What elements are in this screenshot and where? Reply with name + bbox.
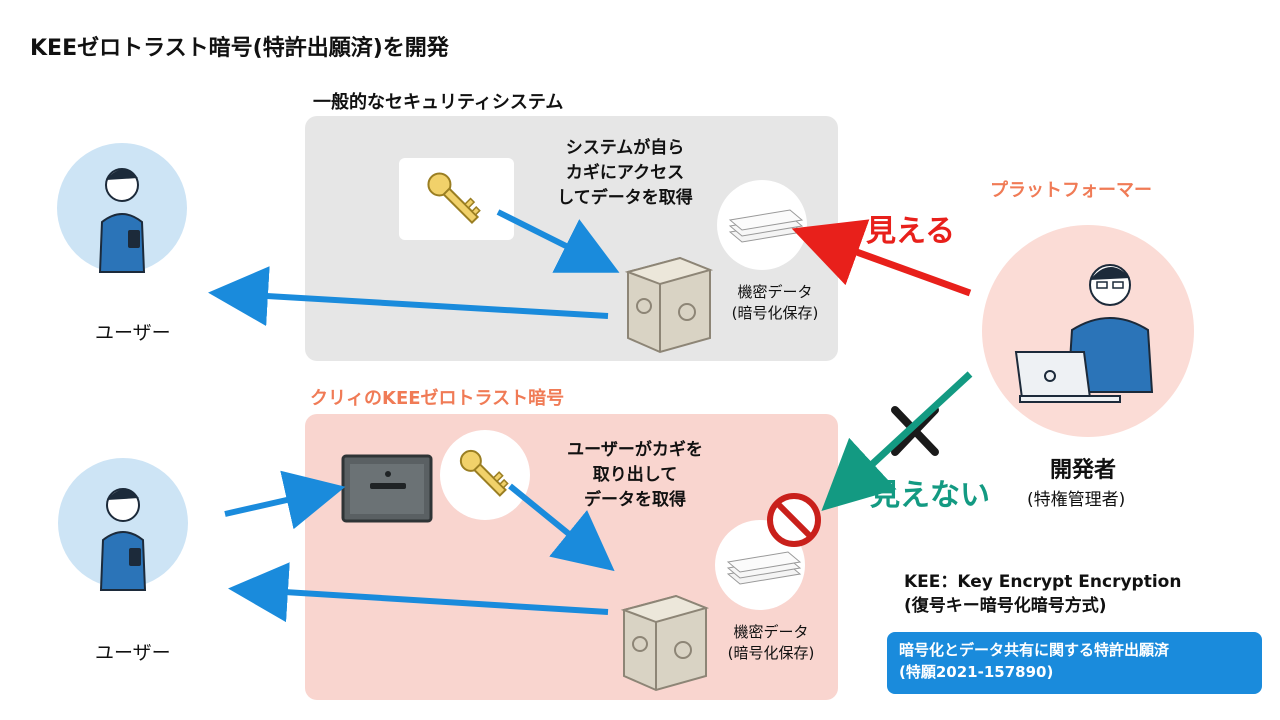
patent-line-2: (特願2021-157890)	[899, 663, 1054, 681]
top-panel-label: 一般的なセキュリティシステム	[313, 92, 564, 113]
patent-badge: 暗号化とデータ共有に関する特許出願済 (特願2021-157890)	[887, 632, 1262, 694]
developer-visible-arrow	[791, 219, 972, 297]
top-data-label: 機密データ (暗号化保存)	[731, 283, 819, 322]
bottom-safe-icon	[620, 594, 710, 692]
legend-line-2: (復号キー暗号化暗号方式)	[904, 596, 1107, 616]
bottom-panel-label: クリィのKEEゼロトラスト暗号	[310, 388, 565, 409]
top-safe-to-user-arrow	[208, 266, 609, 327]
bottom-safe-to-user-arrow	[228, 562, 609, 623]
top-key-to-safe-arrow	[496, 209, 620, 273]
kee-legend: KEE：Key Encrypt Encryption (復号キー暗号化暗号方式)	[904, 570, 1181, 618]
top-panel-note: システムが自ら カギにアクセス してデータを取得	[557, 138, 693, 208]
top-user-icon	[98, 168, 146, 273]
user-to-lockbox-arrow	[224, 470, 346, 530]
bottom-document-icon	[726, 551, 802, 585]
top-key-icon	[427, 172, 481, 225]
bottom-user-label: ユーザー	[95, 642, 171, 664]
visible-label: 見える	[866, 214, 956, 249]
top-user-label: ユーザー	[95, 322, 171, 344]
bottom-data-label: 機密データ (暗号化保存)	[727, 623, 815, 662]
bottom-user-icon	[99, 488, 147, 591]
developer-icon	[1014, 264, 1154, 403]
lockbox-icon	[341, 454, 433, 523]
bottom-key-icon	[459, 449, 509, 497]
developer-name: 開発者	[1050, 458, 1117, 483]
legend-line-1: KEE：Key Encrypt Encryption	[904, 572, 1182, 592]
developer-role: (特権管理者)	[1027, 490, 1126, 510]
prohibited-icon	[767, 493, 821, 547]
developer-invisible-arrow	[821, 371, 973, 511]
platformer-label: プラットフォーマー	[990, 180, 1152, 201]
patent-line-1: 暗号化とデータ共有に関する特許出願済	[899, 641, 1170, 659]
page-title: KEEゼロトラスト暗号(特許出願済)を開発	[30, 36, 449, 61]
bottom-key-to-safe-arrow	[508, 483, 615, 572]
bottom-panel-note: ユーザーがカギを 取り出して データを取得	[567, 440, 703, 510]
top-safe-icon	[624, 256, 714, 354]
top-document-icon	[728, 209, 804, 243]
